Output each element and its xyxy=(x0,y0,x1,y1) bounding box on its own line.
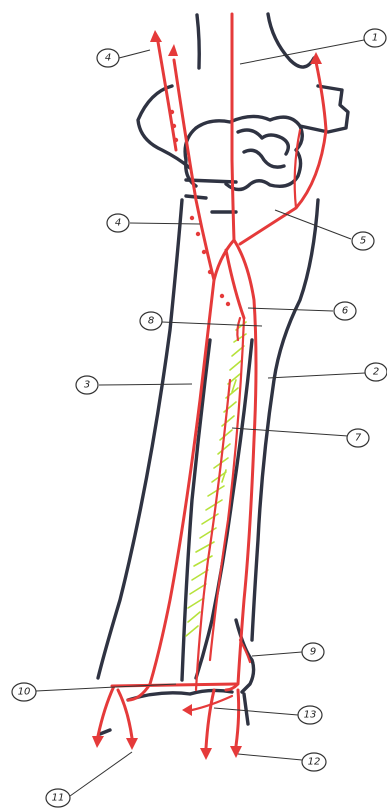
callout-5: 5 xyxy=(352,232,374,250)
label-5: 5 xyxy=(360,236,366,247)
label-11: 11 xyxy=(52,793,65,804)
callout-8: 8 xyxy=(140,312,162,330)
callout-9: 9 xyxy=(302,643,324,661)
label-10: 10 xyxy=(18,687,31,698)
callout-2: 2 xyxy=(365,363,387,381)
callout-4-top: 4 xyxy=(97,49,119,67)
ulnar-artery xyxy=(128,240,234,700)
callout-1: 1 xyxy=(364,29,386,47)
label-4a: 4 xyxy=(105,53,111,64)
label-4b: 4 xyxy=(115,218,121,229)
brachial-artery xyxy=(232,14,234,240)
humerus-right-edge xyxy=(268,14,314,67)
deep-palmar-branch-radial xyxy=(236,690,239,746)
arrowhead-11b xyxy=(126,738,138,750)
trochlea-groove-2 xyxy=(244,150,284,167)
callout-12: 12 xyxy=(302,753,326,771)
arrowhead-superior-ulnar-collateral xyxy=(150,30,162,42)
superficial-palmar-branch-ulnar xyxy=(118,690,132,738)
label-7: 7 xyxy=(355,433,362,444)
label-12: 12 xyxy=(308,757,321,768)
medial-epicondyle xyxy=(138,86,190,168)
ulnar-recurrent-artery xyxy=(174,60,214,280)
arteries xyxy=(92,14,326,760)
callout-6: 6 xyxy=(334,302,356,320)
callout-4-mid: 4 xyxy=(107,214,129,232)
anterior-interosseous-artery xyxy=(210,318,244,660)
label-1: 1 xyxy=(372,33,378,44)
wrist-small-mark xyxy=(100,730,110,734)
label-6: 6 xyxy=(342,306,348,317)
label-13: 13 xyxy=(304,710,317,721)
callout-3: 3 xyxy=(76,376,98,394)
arrowhead-radial-recurrent xyxy=(310,52,322,64)
callout-11: 11 xyxy=(46,789,70,807)
posterior-interosseous-artery xyxy=(237,318,240,340)
wrist-right-stub xyxy=(244,694,248,724)
common-interosseous-artery xyxy=(226,250,244,318)
callout-7: 7 xyxy=(347,429,369,447)
radius-outer-edge xyxy=(252,200,318,640)
callout-10: 10 xyxy=(12,683,36,701)
bone-outlines xyxy=(98,14,348,734)
label-8: 8 xyxy=(148,316,154,327)
arrowhead-12b xyxy=(230,746,242,758)
arrowhead-12a xyxy=(200,748,212,760)
humerus-left-edge xyxy=(197,15,199,68)
callout-13: 13 xyxy=(298,706,322,724)
arrowhead-ulnar-recurrent xyxy=(168,44,178,56)
label-9: 9 xyxy=(310,647,316,658)
superior-ulnar-collateral xyxy=(158,42,176,150)
radial-recurrent-artery xyxy=(240,62,326,244)
arrowhead-13 xyxy=(182,704,192,716)
label-2: 2 xyxy=(373,367,379,378)
arrowhead-11a xyxy=(92,736,104,748)
deep-palmar-branch-ulnar xyxy=(98,686,114,736)
superficial-palmar-branch-radial xyxy=(206,690,214,748)
label-3: 3 xyxy=(84,380,90,391)
